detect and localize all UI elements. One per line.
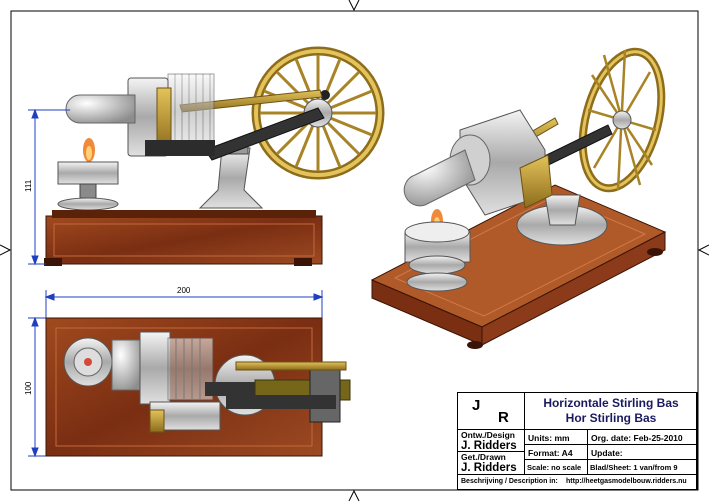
description-label: Beschrijving / Description in:: [461, 478, 558, 485]
dimension-depth: [28, 316, 46, 458]
drawn-name: J. Ridders: [461, 462, 517, 474]
logo: J R: [457, 392, 525, 430]
format-cell: Format: A4: [524, 444, 588, 460]
scale-cell: Scale: no scale: [524, 459, 588, 475]
dimension-width-label: 200: [177, 286, 191, 295]
org-date-cell: Org. date: Feb-25-2010: [587, 429, 698, 445]
design-name: J. Ridders: [461, 440, 517, 452]
dimension-height-label: 111: [24, 179, 33, 192]
drawing-title: Horizontale Stirling Bas Hor Stirling Ba…: [524, 392, 698, 430]
side-view: [44, 46, 385, 266]
burner-iso: [404, 209, 471, 292]
burner-side: [57, 138, 119, 211]
design-label: Ontw./Design: [461, 430, 515, 440]
sheet-border: [10, 10, 699, 491]
logo-letter-r: R: [498, 409, 509, 426]
drawn-cell: Get./Drawn J. Ridders: [457, 451, 525, 475]
units-cell: Units: mm: [524, 429, 588, 445]
logo-letter-j: J: [472, 397, 481, 414]
title-line-2: Hor Stirling Bas: [565, 411, 657, 425]
title-block: J R Horizontale Stirling Bas Hor Stirlin…: [457, 392, 698, 490]
description-url[interactable]: http://heetgasmodelbouw.ridders.nu: [566, 478, 687, 485]
dimension-height: [28, 108, 70, 266]
designer-cell: Ontw./Design J. Ridders: [457, 429, 525, 452]
flywheel-iso: [578, 47, 666, 193]
description-cell: Beschrijving / Description in: http://he…: [457, 474, 698, 490]
top-view: [45, 317, 351, 457]
sheet-cell: Blad/Sheet: 1 van/from 9: [587, 459, 698, 475]
isometric-view: [370, 47, 667, 349]
drawn-label: Get./Drawn: [461, 452, 506, 462]
dimension-depth-label: 100: [24, 381, 33, 395]
update-cell: Update:: [587, 444, 698, 460]
title-line-1: Horizontale Stirling Bas: [543, 396, 679, 410]
dimension-width: [44, 290, 324, 318]
